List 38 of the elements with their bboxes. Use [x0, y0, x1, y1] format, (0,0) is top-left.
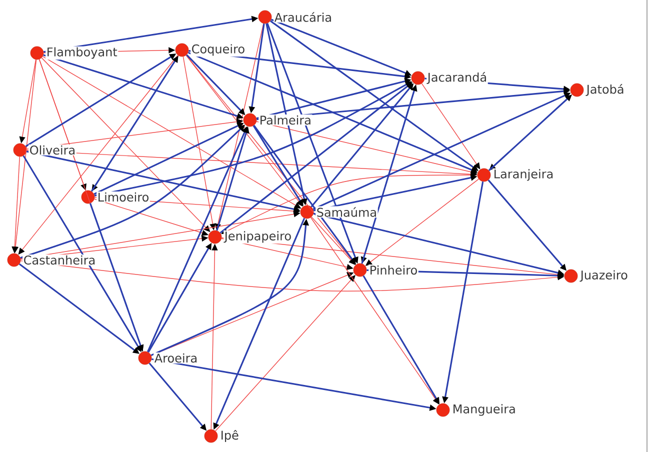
node-dot: [81, 190, 95, 204]
node-label: Araucária: [274, 11, 333, 23]
node-dot: [30, 46, 44, 60]
node-dot: [258, 10, 272, 24]
node-dot: [436, 403, 450, 417]
node-dot: [411, 71, 425, 85]
arrow: [421, 83, 480, 170]
node-label: Jacarandá: [426, 71, 488, 85]
node-label: Limoeiro: [96, 192, 150, 202]
node-label: Juazeiro: [580, 269, 629, 283]
node-dot: [564, 269, 578, 283]
node-dot: [243, 113, 257, 127]
node-label: Ipê: [220, 429, 240, 443]
node-dot: [138, 351, 152, 365]
node-label: Laranjeira: [492, 168, 554, 182]
node-dot: [208, 230, 222, 244]
node-label: Palmeira: [258, 114, 312, 126]
node-dot: [204, 429, 218, 443]
node-dot: [353, 263, 367, 277]
node-label: Flamboyant: [46, 46, 118, 60]
node-dot: [7, 253, 21, 267]
node-dot: [477, 168, 491, 182]
node-label: Coqueiro: [190, 43, 246, 57]
node-label: Oliveira: [28, 144, 76, 156]
node-dot: [175, 43, 189, 57]
arrow: [310, 217, 440, 404]
node-dot: [570, 83, 584, 97]
node-label: Aroeira: [154, 352, 198, 364]
node-label: Jenipapeiro: [224, 230, 292, 244]
arrow: [221, 174, 478, 234]
node-dot: [300, 205, 314, 219]
node-label: Pinheiro: [368, 264, 418, 276]
node-label: Samaúma: [316, 206, 378, 218]
arrow: [215, 275, 356, 432]
node-label: Castanheira: [22, 254, 96, 266]
node-label: Mangueira: [452, 403, 517, 417]
node-label: Jatobá: [586, 83, 626, 97]
node-dot: [13, 143, 27, 157]
